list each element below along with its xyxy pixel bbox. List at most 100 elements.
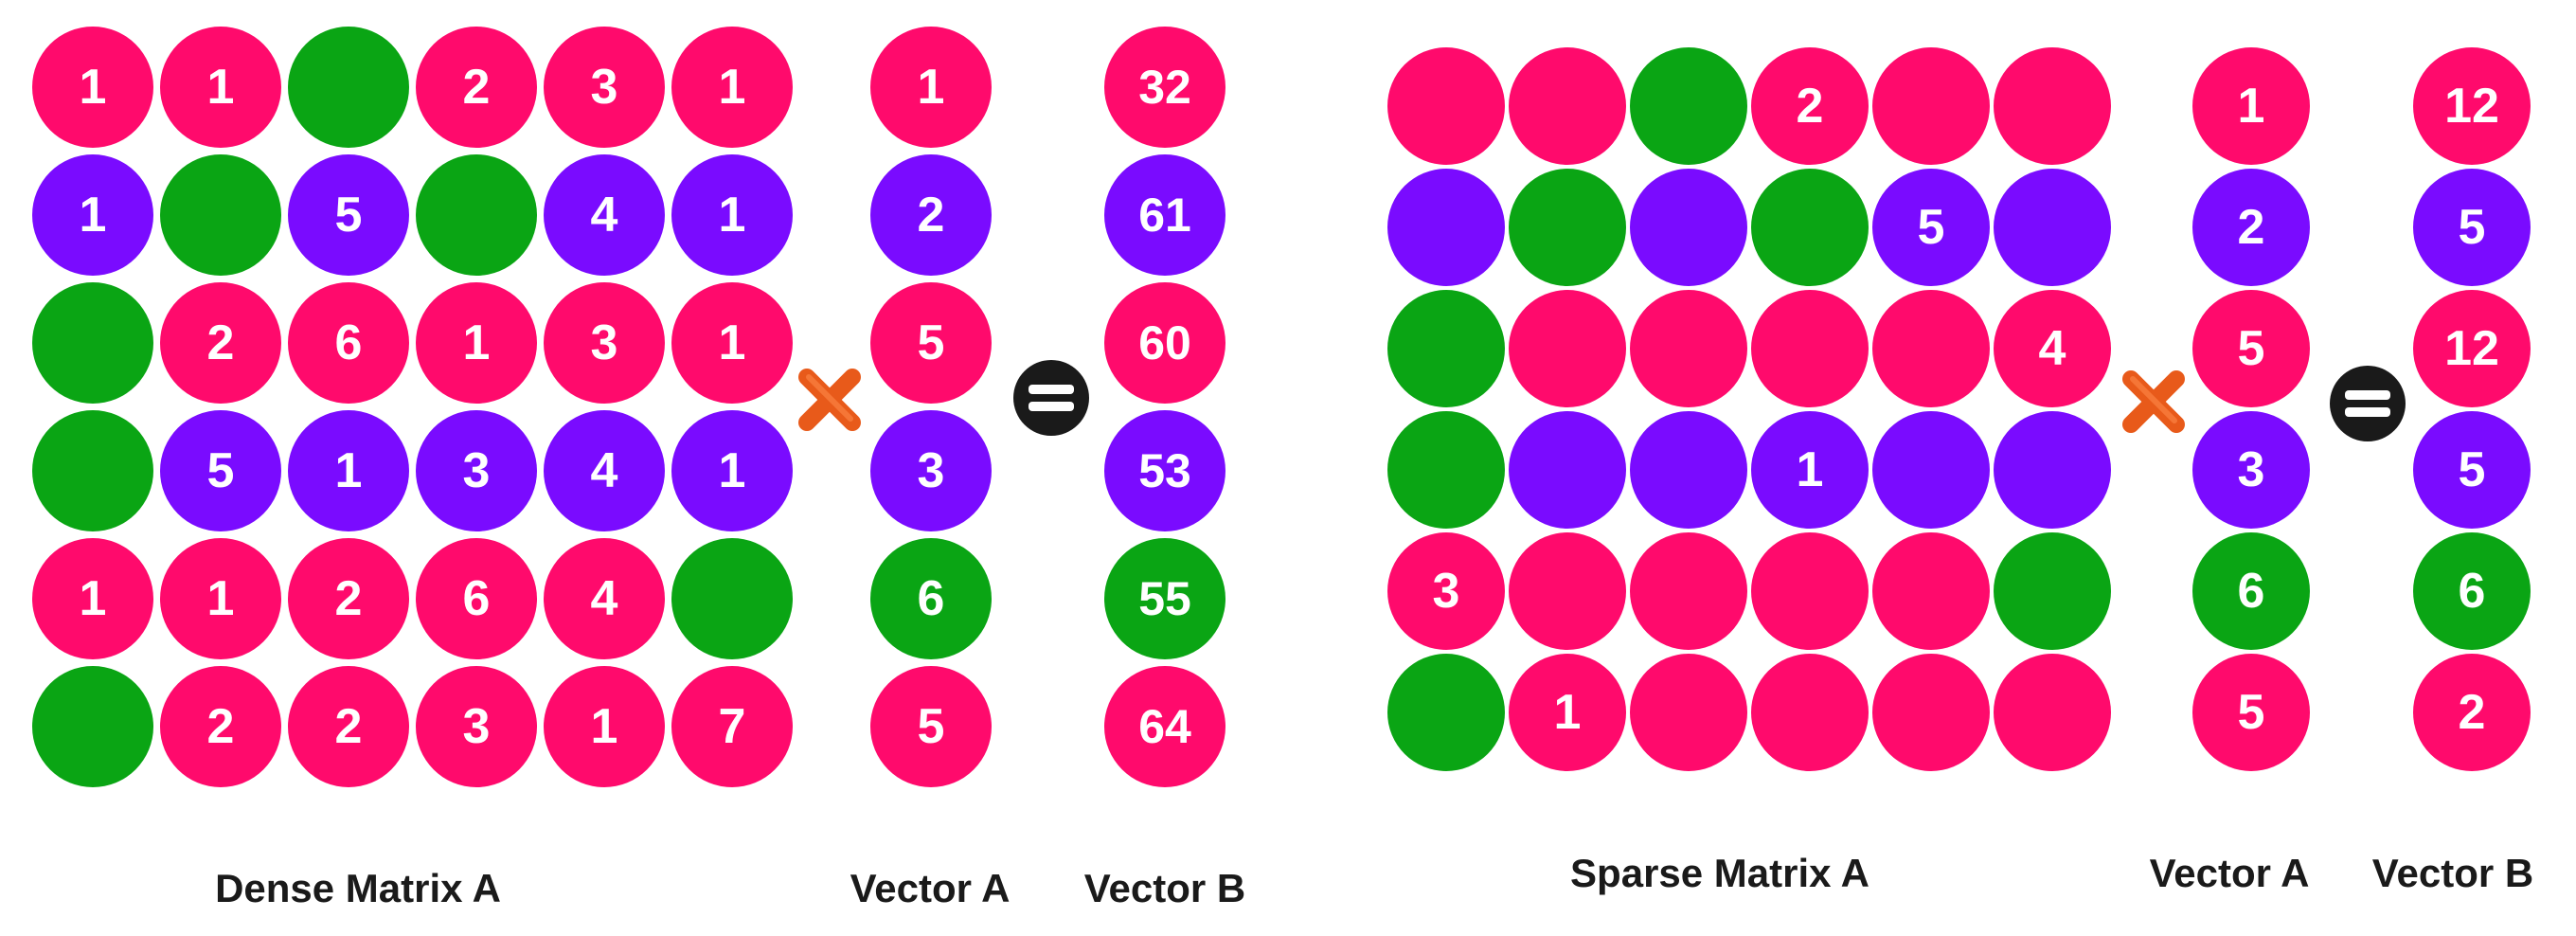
dense-matrix-cell: 2 <box>160 282 281 404</box>
dense-matrix-cell: 1 <box>544 666 665 787</box>
sparse-matrix-cell <box>1387 290 1505 407</box>
dense-matrix-cell: 2 <box>288 538 409 659</box>
dense-matrix-cell: 5 <box>160 410 281 531</box>
times-icon <box>2122 370 2185 433</box>
times-icon <box>798 369 861 431</box>
dense-matrix-cell: 3 <box>416 666 537 787</box>
sparse-matrix-cell <box>1872 532 1990 650</box>
dense-matrix-cell: 1 <box>671 410 793 531</box>
sparse-matrix-cell <box>1509 169 1626 286</box>
sparse-vector-a-caption: Vector A <box>2149 851 2310 895</box>
dense-matrix-cell: 1 <box>32 154 153 276</box>
sparse-matrix-cell: 3 <box>1387 532 1505 650</box>
sparse-matrix-cell <box>1872 290 1990 407</box>
sparse-vector-b-cell: 12 <box>2413 47 2531 165</box>
dense-matrix-cell: 3 <box>416 410 537 531</box>
dense-vector-a-cell: 5 <box>870 666 992 787</box>
dense-vector-b-cell: 61 <box>1104 154 1225 276</box>
dense-matrix-cell: 5 <box>288 154 409 276</box>
dense-matrix-cell: 1 <box>671 154 793 276</box>
sparse-matrix-cell <box>1751 290 1869 407</box>
sparse-matrix-cell <box>1751 532 1869 650</box>
sparse-matrix-cell <box>1387 654 1505 771</box>
sparse-matrix-cell <box>1751 654 1869 771</box>
sparse-matrix-cell <box>1994 532 2111 650</box>
sparse-vector-b-cell: 6 <box>2413 532 2531 650</box>
sparse-matrix-cell: 5 <box>1872 169 1990 286</box>
sparse-vector-b-cell: 12 <box>2413 290 2531 407</box>
dense-matrix-cell <box>32 410 153 531</box>
sparse-vector-a-cell: 5 <box>2192 290 2310 407</box>
sparse-matrix-cell: 2 <box>1751 47 1869 165</box>
sparse-matrix-cell: 1 <box>1509 654 1626 771</box>
dense-vector-b-cell: 55 <box>1104 538 1225 659</box>
dense-matrix-cell: 1 <box>160 27 281 148</box>
dense-vector-b-cell: 64 <box>1104 666 1225 787</box>
sparse-vector-a-cell: 3 <box>2192 411 2310 529</box>
dense-vector-a-cell: 1 <box>870 27 992 148</box>
dense-matrix-cell: 3 <box>544 27 665 148</box>
dense-matrix-cell: 7 <box>671 666 793 787</box>
sparse-matrix-cell: 4 <box>1994 290 2111 407</box>
dense-matrix-cell: 1 <box>32 538 153 659</box>
dense-matrix-cell <box>416 154 537 276</box>
dense-matrix-cell: 6 <box>288 282 409 404</box>
sparse-matrix-cell <box>1387 169 1505 286</box>
dense-matrix-cell: 2 <box>416 27 537 148</box>
dense-vector-b-cell: 32 <box>1104 27 1225 148</box>
dense-matrix-cell: 1 <box>160 538 281 659</box>
dense-matrix-cell: 1 <box>671 282 793 404</box>
sparse-matrix-cell <box>1630 169 1747 286</box>
dense-vector-b-cell: 60 <box>1104 282 1225 404</box>
dense-matrix-cell <box>160 154 281 276</box>
dense-matrix-cell: 3 <box>544 282 665 404</box>
dense-vector-a-cell: 3 <box>870 410 992 531</box>
dense-matrix-cell: 1 <box>32 27 153 148</box>
dense-matrix-cell: 6 <box>416 538 537 659</box>
sparse-vector-b-cell: 2 <box>2413 654 2531 771</box>
sparse-matrix-cell <box>1872 47 1990 165</box>
dense-vector-b-cell: 53 <box>1104 410 1225 531</box>
sparse-matrix-cell <box>1994 47 2111 165</box>
sparse-matrix-cell <box>1872 654 1990 771</box>
sparse-matrix-cell <box>1630 654 1747 771</box>
dense-matrix-cell <box>32 666 153 787</box>
equals-icon <box>1013 360 1089 436</box>
dense-matrix-cell: 1 <box>416 282 537 404</box>
sparse-vector-b-caption: Vector B <box>2371 851 2534 895</box>
dense-vector-a-cell: 5 <box>870 282 992 404</box>
dense-matrix-cell <box>671 538 793 659</box>
dense-matrix-cell: 1 <box>671 27 793 148</box>
dense-matrix-cell: 4 <box>544 410 665 531</box>
sparse-matrix-cell <box>1509 532 1626 650</box>
sparse-vector-b-cell: 5 <box>2413 411 2531 529</box>
sparse-matrix-cell <box>1994 169 2111 286</box>
sparse-matrix-cell <box>1630 411 1747 529</box>
sparse-matrix-cell: 1 <box>1751 411 1869 529</box>
sparse-matrix-cell <box>1509 411 1626 529</box>
sparse-matrix-cell <box>1994 411 2111 529</box>
dense-vector-a-cell: 2 <box>870 154 992 276</box>
sparse-matrix-cell <box>1872 411 1990 529</box>
dense-matrix-cell: 4 <box>544 538 665 659</box>
dense-vector-b-caption: Vector B <box>1083 866 1246 910</box>
sparse-matrix-caption: Sparse Matrix A <box>1570 851 1869 895</box>
dense-matrix-cell <box>288 27 409 148</box>
sparse-matrix-cell <box>1509 290 1626 407</box>
dense-matrix-cell <box>32 282 153 404</box>
sparse-vector-a-cell: 6 <box>2192 532 2310 650</box>
sparse-matrix-cell <box>1630 47 1747 165</box>
dense-matrix-caption: Dense Matrix A <box>215 866 501 910</box>
dense-matrix-cell: 2 <box>160 666 281 787</box>
sparse-matrix-cell <box>1630 532 1747 650</box>
sparse-vector-b-cell: 5 <box>2413 169 2531 286</box>
sparse-vector-a-cell: 2 <box>2192 169 2310 286</box>
sparse-matrix-cell <box>1994 654 2111 771</box>
sparse-matrix-cell <box>1630 290 1747 407</box>
sparse-vector-a-cell: 5 <box>2192 654 2310 771</box>
sparse-vector-a-cell: 1 <box>2192 47 2310 165</box>
dense-matrix-cell: 4 <box>544 154 665 276</box>
equals-icon <box>2330 366 2406 441</box>
dense-vector-a-cell: 6 <box>870 538 992 659</box>
